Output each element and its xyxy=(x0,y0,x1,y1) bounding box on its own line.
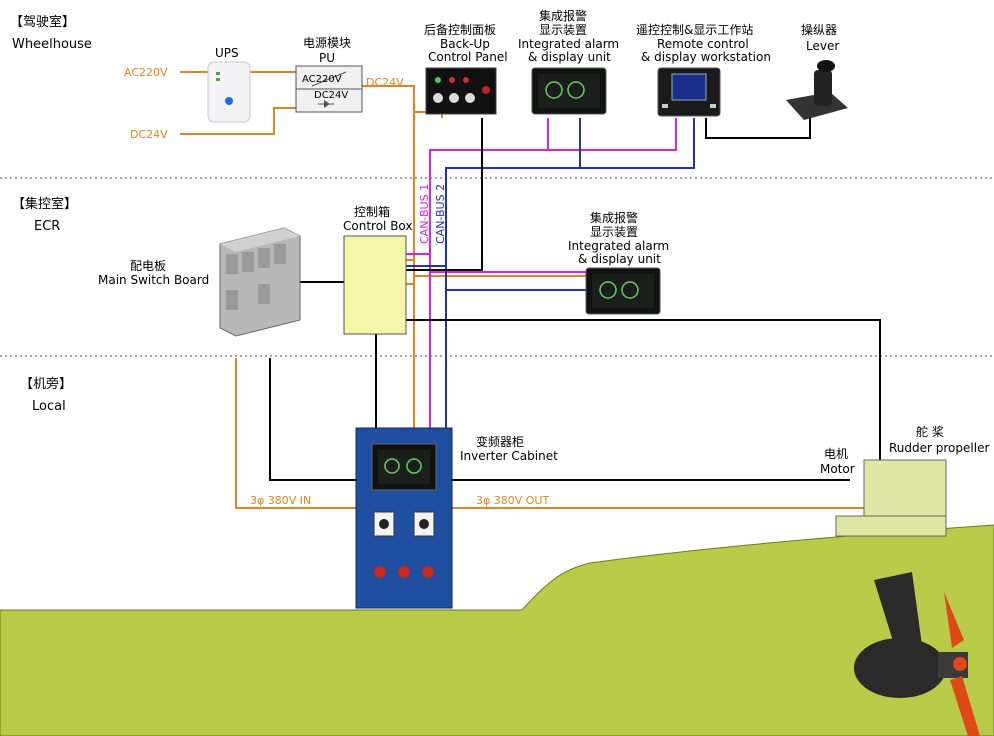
alarm-display-ecr xyxy=(585,267,661,315)
zone-wheelhouse-en: Wheelhouse xyxy=(12,37,92,52)
zone-wheelhouse-cn: 【驾驶室】 xyxy=(10,14,75,30)
remote-label-cn: 遥控控制&显示工作站 xyxy=(636,23,753,37)
dc24-out-label: DC24V xyxy=(366,76,404,89)
motor-label-cn: 电机 xyxy=(824,447,848,461)
alarm-ecr-en1: Integrated alarm xyxy=(568,239,669,253)
alarm-ecr-cn1: 集成报警 xyxy=(590,210,638,225)
ups-label: UPS xyxy=(215,46,239,60)
backup-label-cn: 后备控制面板 xyxy=(424,23,496,37)
ups-unit xyxy=(207,61,251,123)
switchboard-label-en: Main Switch Board xyxy=(98,273,209,287)
remote-workstation xyxy=(657,67,721,117)
lever-label-en: Lever xyxy=(806,39,839,53)
zone-ecr-en: ECR xyxy=(34,219,60,234)
lever-label-cn: 操纵器 xyxy=(801,22,837,37)
alarm-ecr-cn2: 显示装置 xyxy=(590,225,638,239)
pu-inner-bottom: DC24V xyxy=(314,90,348,101)
canbus1-label: CAN-BUS 1 xyxy=(418,184,431,244)
control-box-label-en: Control Box xyxy=(343,219,413,233)
rudder-label-en: Rudder propeller xyxy=(889,441,989,455)
remote-label-en1: Remote control xyxy=(657,37,749,51)
zone-local-en: Local xyxy=(32,399,66,414)
alarm-display-wheelhouse xyxy=(531,67,607,115)
zone-ecr-cn: 【集控室】 xyxy=(12,196,77,212)
inverter-label-cn: 变频器柜 xyxy=(476,434,524,449)
pu-module xyxy=(295,65,363,113)
power-out-label: 3φ 380V OUT xyxy=(476,494,549,507)
alarm-wh-en2: & display unit xyxy=(528,50,611,64)
pu-label-en: PU xyxy=(319,51,335,65)
rudder-label-cn: 舵 桨 xyxy=(916,424,944,439)
pu-label-cn: 电源模块 xyxy=(303,36,351,50)
backup-label-en2: Control Panel xyxy=(428,50,508,64)
remote-label-en2: & display workstation xyxy=(641,50,771,64)
inverter-label-en: Inverter Cabinet xyxy=(460,449,558,463)
zone-local-cn: 【机旁】 xyxy=(20,376,72,392)
dc24-in-label: DC24V xyxy=(130,128,168,141)
power-in-label: 3φ 380V IN xyxy=(250,494,311,507)
pu-inner-top: AC220V xyxy=(302,74,342,85)
lever-unit xyxy=(786,60,848,120)
ac220-label: AC220V xyxy=(124,66,168,79)
switchboard-label-cn: 配电板 xyxy=(130,259,166,273)
alarm-wh-en1: Integrated alarm xyxy=(518,37,619,51)
alarm-ecr-en2: & display unit xyxy=(578,252,661,266)
canbus1-lines xyxy=(406,118,677,430)
inverter-cabinet xyxy=(355,427,453,609)
backup-control-panel xyxy=(425,67,497,115)
signal-lines xyxy=(269,110,881,481)
motor-label-en: Motor xyxy=(820,462,855,476)
alarm-wh-cn1: 集成报警 xyxy=(539,8,587,23)
ship-hull xyxy=(0,524,994,736)
canbus2-label: CAN-BUS 2 xyxy=(434,184,447,244)
rudder-propeller xyxy=(854,572,980,736)
backup-label-en1: Back-Up xyxy=(440,37,490,51)
canbus2-lines xyxy=(406,118,695,430)
alarm-wh-cn2: 显示装置 xyxy=(539,23,587,37)
main-switchboard xyxy=(219,227,301,337)
motor-unit xyxy=(835,459,947,537)
control-box-label-cn: 控制箱 xyxy=(354,204,390,219)
control-box xyxy=(343,235,407,335)
